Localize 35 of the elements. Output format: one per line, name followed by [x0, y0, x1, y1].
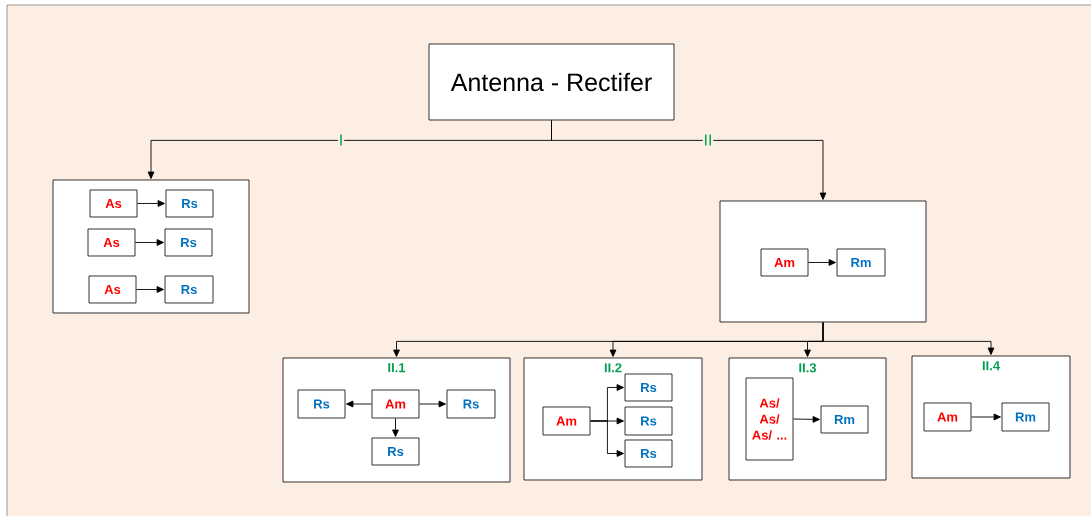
arrow: [822, 321, 995, 355]
arrow: [792, 416, 820, 423]
edge-label: II: [702, 133, 714, 147]
arrow: [134, 239, 164, 246]
component-box: Rm: [836, 248, 886, 277]
component-box: Rs: [164, 228, 213, 257]
component-box: Rm: [1001, 402, 1050, 432]
arrow: [136, 200, 165, 207]
component-box: As: [87, 228, 136, 257]
component-box: Rm: [820, 405, 869, 434]
arrow: [392, 417, 399, 437]
component-box: Rs: [297, 389, 346, 419]
component-box: As/ As/ As/ ...: [745, 377, 794, 461]
component-box: Rs: [164, 275, 214, 304]
component-box: Am: [371, 389, 420, 419]
component-box: Am: [923, 402, 972, 432]
component-box: Rs: [624, 373, 673, 402]
edge-label: I: [337, 133, 345, 147]
arrow: [551, 119, 827, 200]
arrow: [418, 400, 446, 408]
arrow: [346, 400, 373, 408]
component-box: Rs: [624, 439, 673, 468]
title-box: Antenna - Rectifer: [428, 43, 675, 121]
component-box: Rs: [165, 189, 214, 218]
arrow: [970, 413, 1001, 421]
component-box: As: [89, 189, 138, 218]
arrow: [589, 420, 624, 457]
component-box: Am: [542, 406, 591, 436]
component-box: Rs: [446, 389, 496, 419]
arrow: [807, 259, 836, 266]
component-box: As: [88, 275, 137, 304]
component-box: Rs: [371, 437, 420, 466]
component-box: Am: [760, 248, 809, 277]
component-box: Rs: [624, 406, 673, 436]
arrow: [135, 286, 164, 293]
